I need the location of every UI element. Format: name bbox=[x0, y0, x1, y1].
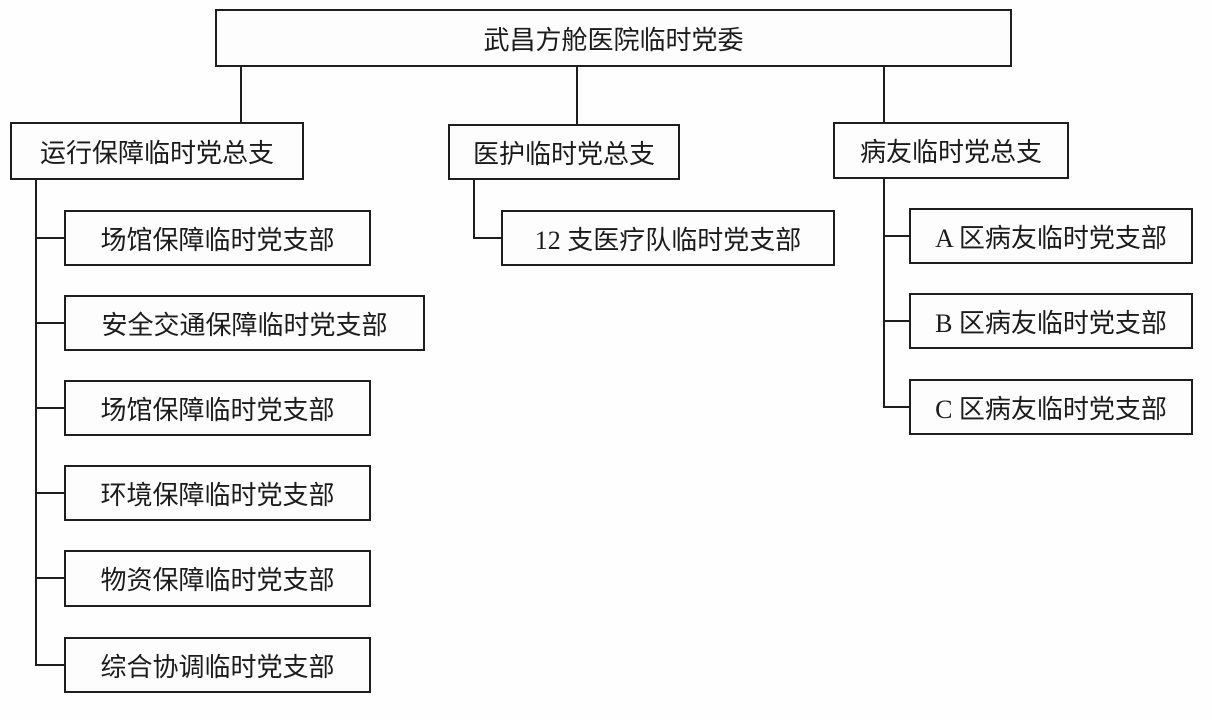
stub-operations-child-1 bbox=[35, 237, 65, 239]
node-branch-medical-label: 医护临时党总支 bbox=[472, 139, 655, 169]
node-branch-medical: 医护临时党总支 bbox=[448, 124, 680, 180]
node-leaf-safety-traffic-label: 安全交通保障临时党支部 bbox=[101, 310, 388, 340]
node-branch-operations-label: 运行保障临时党总支 bbox=[39, 138, 274, 168]
node-leaf-medical-teams-label: 12 支医疗队临时党支部 bbox=[534, 225, 802, 255]
node-leaf-safety-traffic: 安全交通保障临时党支部 bbox=[64, 295, 425, 351]
stub-operations-child-6 bbox=[35, 664, 65, 666]
stub-operations-child-4 bbox=[35, 492, 65, 494]
node-branch-patients-label: 病友临时党总支 bbox=[859, 138, 1042, 167]
stub-operations-child-2 bbox=[35, 322, 65, 324]
node-leaf-zone-b-label: B 区病友临时党支部 bbox=[935, 308, 1167, 338]
node-branch-operations: 运行保障临时党总支 bbox=[10, 122, 304, 180]
stub-patients-child-2 bbox=[883, 320, 909, 322]
node-leaf-venue-support-2-label: 场馆保障临时党支部 bbox=[100, 395, 335, 425]
trunk-branch-operations bbox=[35, 179, 37, 666]
node-leaf-zone-c-label: C 区病友临时党支部 bbox=[935, 394, 1167, 424]
node-leaf-medical-teams: 12 支医疗队临时党支部 bbox=[501, 210, 835, 266]
node-root: 武昌方舱医院临时党委 bbox=[215, 9, 1012, 67]
node-leaf-venue-support-1: 场馆保障临时党支部 bbox=[64, 210, 371, 266]
stub-operations-child-3 bbox=[35, 407, 65, 409]
stub-patients-child-1 bbox=[883, 235, 909, 237]
connector-root-to-branch-medical bbox=[576, 66, 578, 126]
node-leaf-venue-support-1-label: 场馆保障临时党支部 bbox=[100, 225, 335, 255]
connector-root-to-branch-operations bbox=[240, 66, 242, 124]
node-leaf-zone-b: B 区病友临时党支部 bbox=[909, 293, 1193, 349]
node-leaf-coordination: 综合协调临时党支部 bbox=[64, 637, 371, 693]
trunk-branch-patients bbox=[883, 178, 885, 408]
node-leaf-coordination-label: 综合协调临时党支部 bbox=[100, 652, 335, 682]
stub-operations-child-5 bbox=[35, 577, 65, 579]
node-branch-patients: 病友临时党总支 bbox=[833, 122, 1069, 179]
node-leaf-zone-a-label: A 区病友临时党支部 bbox=[935, 223, 1167, 253]
node-leaf-environment-label: 环境保障临时党支部 bbox=[100, 480, 335, 510]
node-leaf-zone-a: A 区病友临时党支部 bbox=[909, 208, 1193, 264]
node-root-label: 武昌方舱医院临时党委 bbox=[483, 25, 744, 55]
trunk-branch-medical bbox=[473, 179, 475, 239]
node-leaf-materials: 物资保障临时党支部 bbox=[64, 550, 371, 607]
node-leaf-venue-support-2: 场馆保障临时党支部 bbox=[64, 380, 371, 436]
node-leaf-environment: 环境保障临时党支部 bbox=[64, 465, 371, 521]
stub-patients-child-3 bbox=[883, 406, 909, 408]
node-leaf-zone-c: C 区病友临时党支部 bbox=[909, 379, 1193, 435]
connector-root-to-branch-patients bbox=[883, 66, 885, 124]
node-leaf-materials-label: 物资保障临时党支部 bbox=[100, 566, 335, 595]
stub-medical-child-1 bbox=[473, 237, 501, 239]
